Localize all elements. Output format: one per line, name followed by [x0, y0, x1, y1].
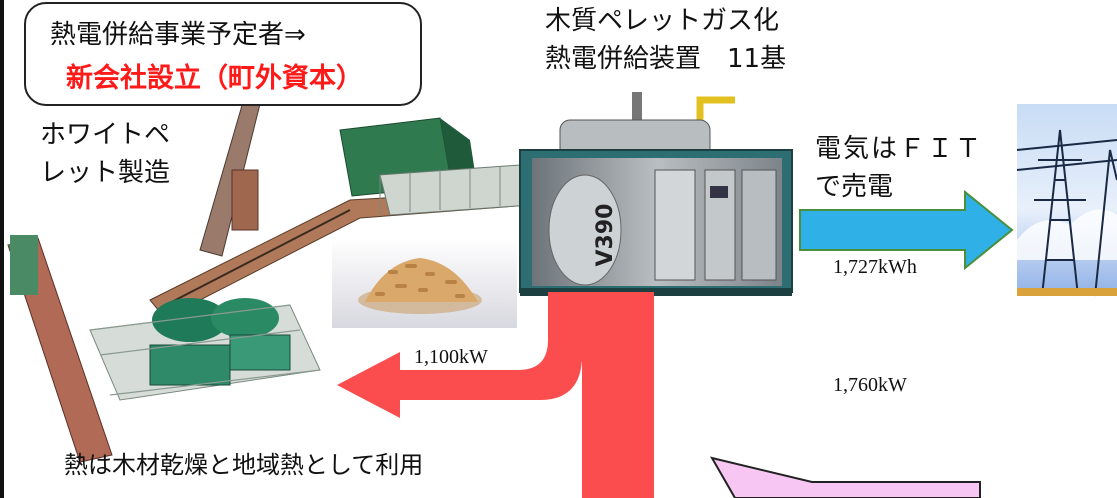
- gasifier-title-line2: 熱電併給装置 11基: [545, 44, 787, 74]
- gasifier-title-line1: 木質ペレットガス化: [545, 6, 780, 36]
- left-border: [0, 0, 4, 498]
- heat-arrow-join: [548, 292, 588, 362]
- operator-label: 熱電併給事業予定者⇒: [50, 20, 306, 50]
- power-arrow-to-grid: [799, 189, 1014, 271]
- electricity-label-line2: で売電: [815, 172, 894, 202]
- gasifier-chp-unit-illustration: [519, 92, 793, 296]
- heat-usage-caption: 熱は木材乾燥と地域熱として利用: [64, 451, 424, 479]
- heat-arrow-trunk: [582, 292, 654, 498]
- new-company-label: 新会社設立（町外資本）: [66, 63, 363, 94]
- electricity-output-value: 1,727kWh: [833, 256, 917, 278]
- wood-pellets-image: [332, 238, 517, 328]
- operator-callout-box: [24, 2, 422, 106]
- pellet-plant-illustration: [7, 94, 531, 463]
- gasifier-model-marking: V390: [593, 204, 618, 267]
- pellet-plant-label-line2: レット製造: [40, 158, 171, 188]
- heat-output-right-value: 1,760kW: [833, 374, 907, 396]
- heat-arrow-to-plant: [337, 292, 582, 418]
- pellet-plant-label-line1: ホワイトペ: [40, 120, 171, 150]
- pink-speech-callout: [709, 456, 981, 498]
- electricity-label-line1: 電気はＦＩＴ: [815, 134, 984, 164]
- power-tower-image: [1016, 104, 1117, 297]
- heat-output-left-value: 1,100kW: [414, 346, 488, 368]
